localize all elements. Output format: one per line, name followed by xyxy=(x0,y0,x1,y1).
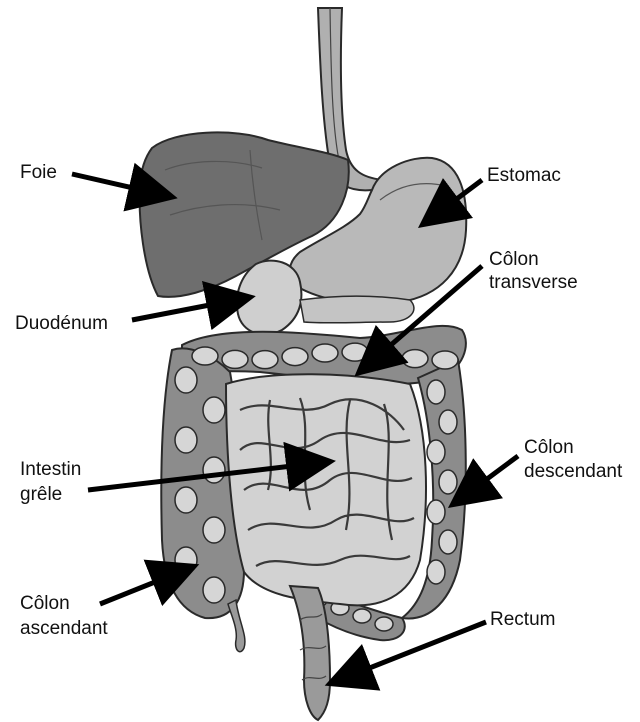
label-colon-transverse-line2: transverse xyxy=(489,271,578,294)
colon-pocket xyxy=(427,380,445,404)
label-estomac: Estomac xyxy=(487,164,561,187)
label-colon-ascendant-line2: ascendant xyxy=(20,617,108,640)
colon-pocket xyxy=(427,440,445,464)
colon-pocket xyxy=(222,350,248,368)
colon-pocket xyxy=(175,427,197,453)
colon-pocket xyxy=(427,560,445,584)
colon-pocket xyxy=(439,530,457,554)
colon-pocket xyxy=(282,348,308,366)
appendix xyxy=(228,600,245,652)
label-duodenum: Duodénum xyxy=(15,312,108,335)
small-intestine xyxy=(226,374,426,605)
pancreas xyxy=(300,296,414,323)
colon-pocket xyxy=(439,470,457,494)
rectum xyxy=(290,586,330,720)
duodenum xyxy=(237,261,302,335)
colon-pocket xyxy=(175,367,197,393)
colon-pocket xyxy=(342,343,368,361)
colon-pocket xyxy=(192,347,218,365)
label-colon-descendant-line1: Côlon xyxy=(524,436,574,459)
label-colon-transverse-line1: Côlon xyxy=(489,248,539,271)
colon-pocket xyxy=(432,351,458,369)
colon-pocket xyxy=(203,517,225,543)
colon-pocket xyxy=(427,500,445,524)
small-intestine-mass xyxy=(226,374,426,605)
arrow-duodenum xyxy=(132,298,246,320)
colon-pocket xyxy=(312,344,338,362)
colon-pocket xyxy=(203,457,225,483)
label-foie: Foie xyxy=(20,161,57,184)
label-colon-descendant-line2: descendant xyxy=(524,460,622,483)
colon-pocket xyxy=(203,577,225,603)
colon-pocket xyxy=(375,617,393,631)
colon-pocket xyxy=(175,487,197,513)
colon-pocket xyxy=(439,410,457,434)
label-rectum: Rectum xyxy=(490,608,555,631)
colon-pocket xyxy=(252,351,278,369)
colon-pocket xyxy=(203,397,225,423)
colon-pocket xyxy=(353,609,371,623)
label-intestin-line2: grêle xyxy=(20,483,62,506)
colon-pocket xyxy=(402,350,428,368)
label-intestin-line1: Intestin xyxy=(20,458,81,481)
label-colon-ascendant-line1: Côlon xyxy=(20,592,70,615)
